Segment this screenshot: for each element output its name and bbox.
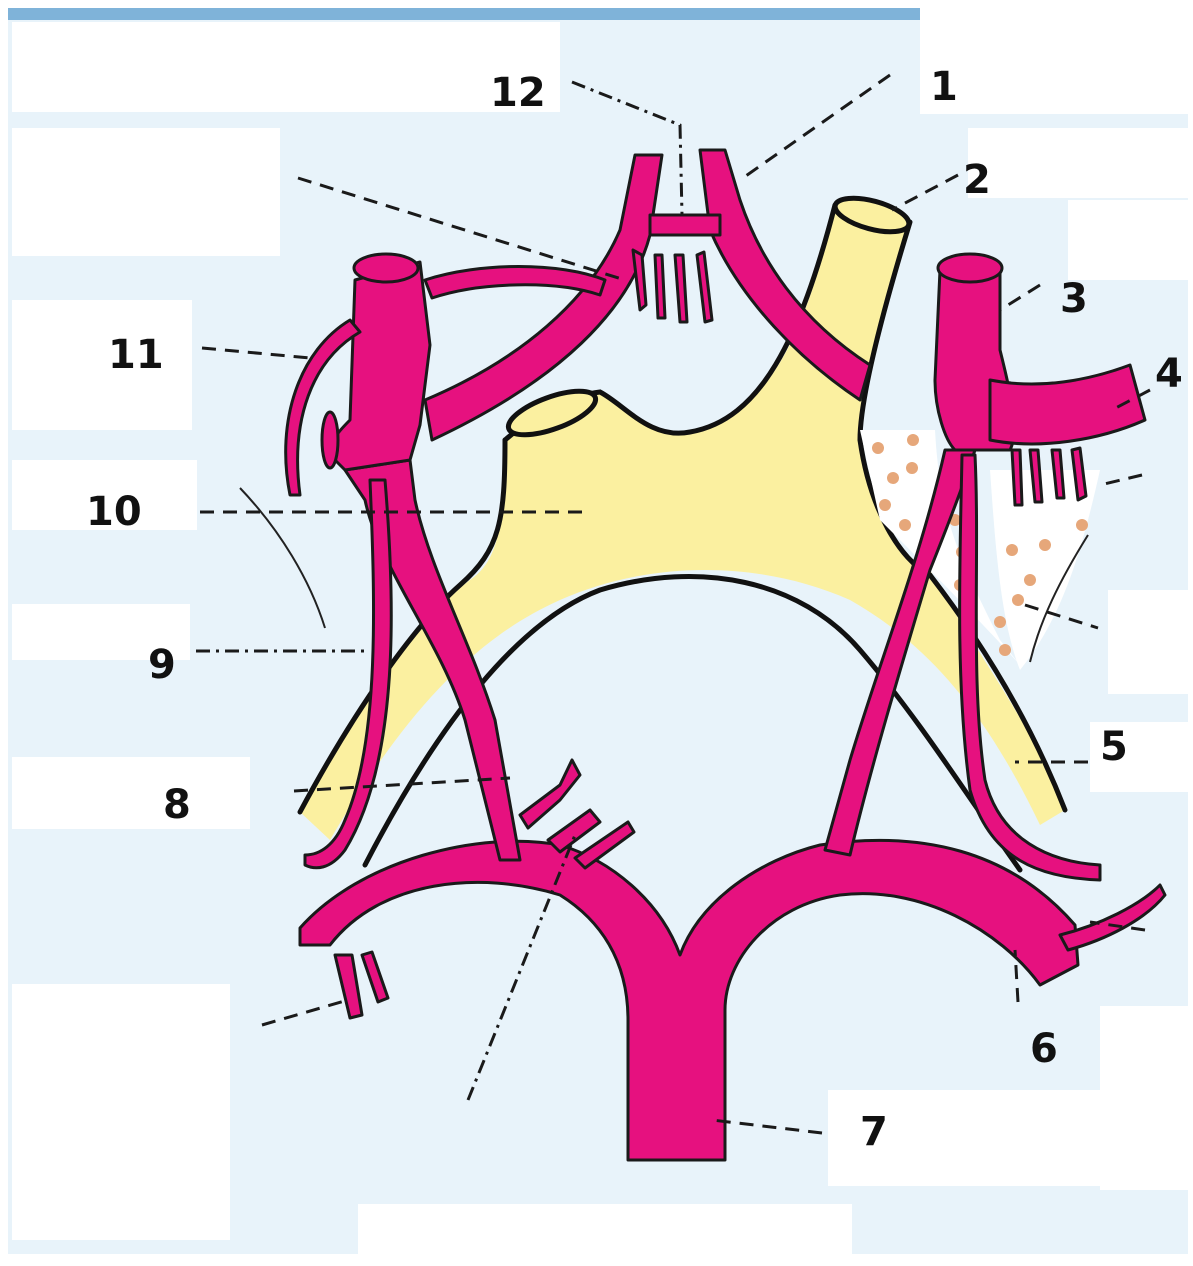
label-1: 1 xyxy=(930,64,958,110)
answer-box xyxy=(12,757,250,829)
label-2: 2 xyxy=(963,157,991,203)
top-bar xyxy=(8,8,920,20)
perforator xyxy=(1012,450,1022,505)
dot xyxy=(999,644,1011,656)
label-4: 4 xyxy=(1155,351,1183,397)
answer-box xyxy=(358,1204,852,1254)
dot xyxy=(872,442,884,454)
answer-box xyxy=(12,300,192,430)
dot xyxy=(994,616,1006,628)
carotid-stump-right xyxy=(938,254,1002,282)
label-5: 5 xyxy=(1100,724,1128,770)
answer-box xyxy=(1068,200,1190,280)
dot xyxy=(1024,574,1036,586)
dot xyxy=(907,434,919,446)
answer-box xyxy=(920,14,1190,114)
answer-box xyxy=(12,22,560,112)
answer-box xyxy=(1100,1006,1190,1190)
label-8: 8 xyxy=(163,782,191,828)
dot xyxy=(899,519,911,531)
anterior-communicating xyxy=(650,215,720,235)
label-7: 7 xyxy=(860,1109,888,1155)
dot xyxy=(887,472,899,484)
dot xyxy=(1006,544,1018,556)
dot xyxy=(1039,539,1051,551)
dot xyxy=(906,462,918,474)
label-3: 3 xyxy=(1060,276,1088,322)
label-9: 9 xyxy=(148,642,176,688)
label-11: 11 xyxy=(108,332,164,378)
answer-box xyxy=(12,128,280,256)
label-6: 6 xyxy=(1030,1026,1058,1072)
answer-box xyxy=(1108,590,1190,694)
answer-box xyxy=(12,984,230,1240)
label-12: 12 xyxy=(490,70,546,116)
label-10: 10 xyxy=(86,489,142,535)
answer-box xyxy=(968,128,1188,198)
dot xyxy=(879,499,891,511)
dot xyxy=(1076,519,1088,531)
perforator xyxy=(655,255,665,318)
carotid-stump-left xyxy=(354,254,418,282)
carotid-branch-left xyxy=(322,412,338,468)
dot xyxy=(1012,594,1024,606)
